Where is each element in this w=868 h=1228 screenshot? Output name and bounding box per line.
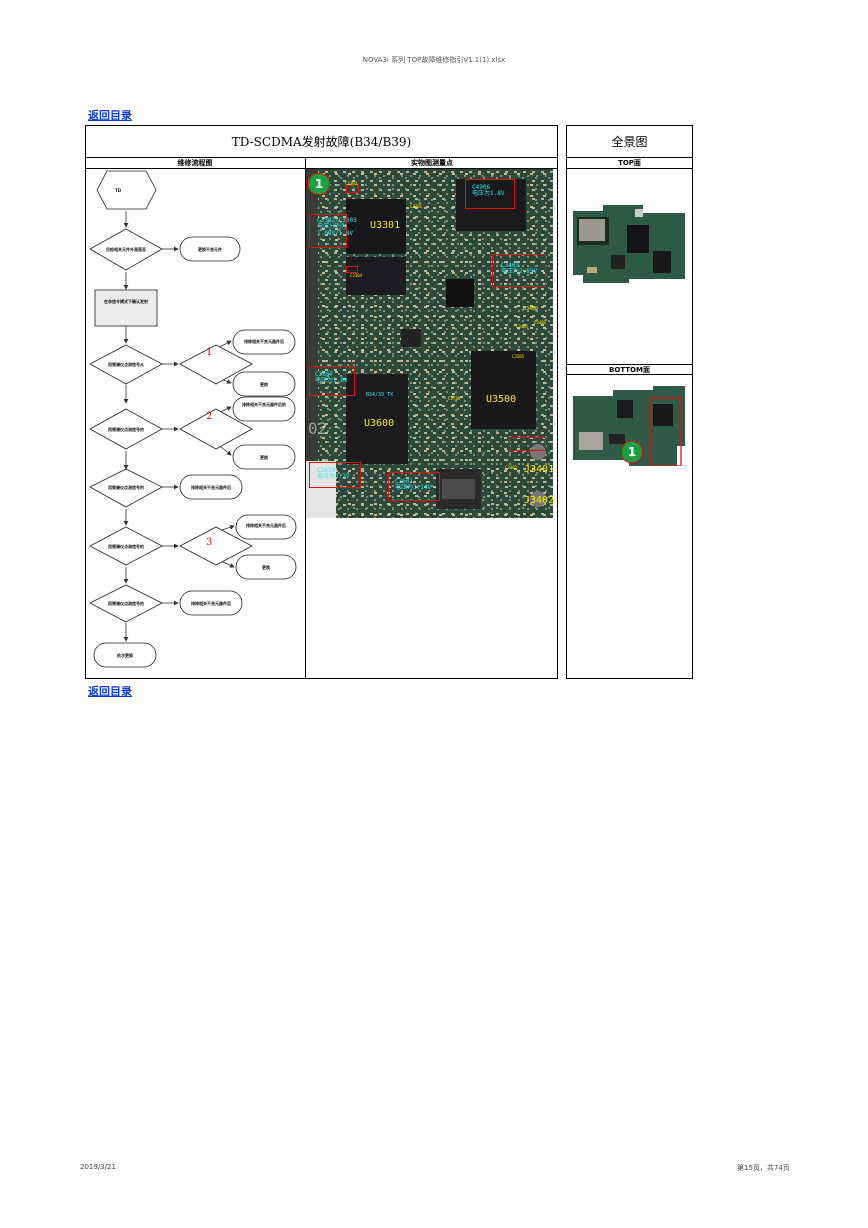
note-c3601: C3601 电压为3.14V — [395, 478, 432, 492]
flow-result-1 — [179, 236, 241, 262]
marker-c3303 — [346, 185, 359, 193]
main-title: TD-SCDMA发射故障(B34/B39) — [231, 135, 412, 149]
label-u3301: U3301 — [370, 220, 401, 231]
label-c3303: C3303 — [345, 181, 358, 186]
flow-decision-1 — [89, 228, 163, 271]
flow-result-5a — [235, 514, 297, 540]
flow-result-2a-text: 排除相关不良元器件后 — [244, 338, 284, 344]
flow-decision-2-text: 用频谱仪点测信号从 — [107, 361, 144, 367]
label-l3301: L3301 — [410, 204, 423, 209]
label-c3505: C3505 — [512, 354, 525, 359]
flow-decision-6-text: 用频谱仪点测信号的 — [107, 600, 144, 606]
footer-page-number: 第15页，共74页 — [737, 1164, 790, 1172]
flow-result-6 — [179, 590, 243, 616]
flow-decision-3-text: 用频谱仪点测信号的 — [107, 426, 144, 432]
note-c3403: C3403 电压为2.85V — [501, 262, 538, 276]
board-top-overview-image — [573, 205, 685, 283]
flow-start-text: TD — [115, 188, 122, 193]
overview-title: 全景图 — [611, 135, 648, 149]
marker-c3607 — [309, 366, 355, 396]
back-to-contents-link-bottom[interactable]: 返回目录 — [88, 685, 132, 698]
divider — [85, 168, 558, 169]
flow-result-3a — [232, 396, 296, 422]
flow-decision-6 — [89, 584, 163, 623]
marker-u3400-chain — [509, 437, 546, 451]
flow-step-number-2: 2 — [206, 411, 212, 422]
flow-decision-2 — [89, 344, 163, 385]
top-side-label: TOP面 — [618, 159, 641, 167]
flow-step-number-1: 1 — [206, 347, 212, 358]
label-u3400: U3400 — [523, 306, 539, 312]
divider — [85, 157, 558, 158]
label-u3600: U3600 — [364, 418, 395, 429]
flow-decision-5b — [179, 526, 253, 566]
label-c3723: C3723 — [448, 396, 461, 401]
flow-header: 维修流程图 — [177, 159, 213, 167]
flow-decision-5 — [89, 526, 163, 566]
label-c3304: C3304 — [350, 273, 363, 278]
flow-decision-2b — [179, 344, 253, 385]
document-header: NOVA3i 系列 TOP故障维修指引V1.1(1).xlsx — [362, 56, 506, 64]
flow-decision-3b — [179, 408, 253, 450]
board-bottom-overview-image — [573, 386, 685, 466]
flow-decision-1-text: 目检相关元件外观是否 — [106, 246, 146, 252]
flow-step-number-3: 3 — [206, 537, 212, 548]
flow-result-3b-text: 更换 — [260, 454, 269, 460]
marker-c3601 — [388, 472, 440, 501]
board-photo: 1 C3303 L3301 C3302/C3303 电压分别为 1.09V/1.… — [306, 169, 553, 518]
flow-process-1-text: 在非信令模式下确认发射 — [104, 298, 148, 304]
back-to-contents-link-top[interactable]: 返回目录 — [88, 109, 132, 122]
flow-result-2b-text: 更换 — [260, 381, 269, 387]
marker-c3610 — [309, 462, 361, 488]
flow-start-node — [96, 170, 157, 210]
photo-header: 实物图测量点 — [411, 159, 453, 167]
flow-result-5b — [235, 554, 297, 580]
flow-result-4 — [179, 474, 243, 500]
overview-panel — [566, 125, 693, 679]
flow-result-2b — [232, 371, 296, 397]
marker-c3304 — [346, 266, 358, 273]
flow-decision-4 — [89, 468, 163, 508]
flow-result-6-text: 排除相关不良元器件后 — [191, 600, 231, 606]
divider — [566, 168, 693, 169]
pcb-code: 02 — [308, 419, 328, 438]
label-b34-tx: B34/39_TX — [366, 392, 394, 398]
bottom-side-label: BOTTOM面 — [609, 365, 650, 374]
flow-decision-3 — [89, 408, 163, 450]
flow-result-4-text: 排除相关不良元器件后 — [191, 484, 231, 490]
label-c3405: C3405 — [516, 324, 529, 329]
label-c3406: C3406 — [534, 320, 547, 325]
label-j3402: J3402 — [524, 495, 553, 506]
probe-point-badge: 1 — [308, 173, 330, 195]
divider — [566, 374, 693, 375]
divider — [566, 364, 693, 365]
note-c3607: C3607 电压为1.8V — [315, 371, 348, 385]
marker-c3403 — [492, 254, 546, 287]
flow-process-1 — [94, 289, 158, 327]
marker-c4906 — [465, 179, 515, 209]
flow-result-1-text: 更换不良元件 — [198, 246, 222, 252]
flow-decision-5-text: 用频谱仪点测信号的 — [107, 543, 144, 549]
flow-decision-4-text: 用频谱仪点测信号的 — [107, 484, 144, 490]
note-c4906: C4906 电压为1.8V — [472, 184, 505, 198]
main-table — [85, 125, 558, 679]
divider — [305, 157, 306, 679]
repair-flowchart: TD 目检相关元件外观是否 更换不良元件 在非信令模式下确认发射 用频谱仪点测信… — [89, 170, 297, 668]
flow-result-3a-text: 排除相关不良元器件后依 — [242, 401, 287, 407]
bottom-probe-badge: 1 — [621, 441, 643, 463]
note-c3302: C3302/C3303 电压分别为 1.09V/1.8V — [317, 217, 357, 237]
note-c3610: C3610 电压为3.3V — [317, 467, 350, 481]
flow-result-3b — [232, 444, 296, 470]
label-j3401: J3401 — [524, 464, 553, 475]
flow-end-text: 依次更换 — [117, 652, 134, 658]
divider — [566, 157, 693, 158]
label-u3500: U3500 — [486, 394, 517, 405]
label-c3402: C3402 — [505, 465, 518, 470]
flow-result-5a-text: 排除相关不良元器件后 — [246, 522, 286, 528]
flow-result-2a — [232, 329, 296, 355]
marker-c3302 — [309, 214, 347, 248]
footer-date: 2019/3/21 — [80, 1163, 116, 1171]
flow-result-5b-text: 更换 — [262, 564, 271, 570]
flow-end-node — [93, 642, 157, 668]
